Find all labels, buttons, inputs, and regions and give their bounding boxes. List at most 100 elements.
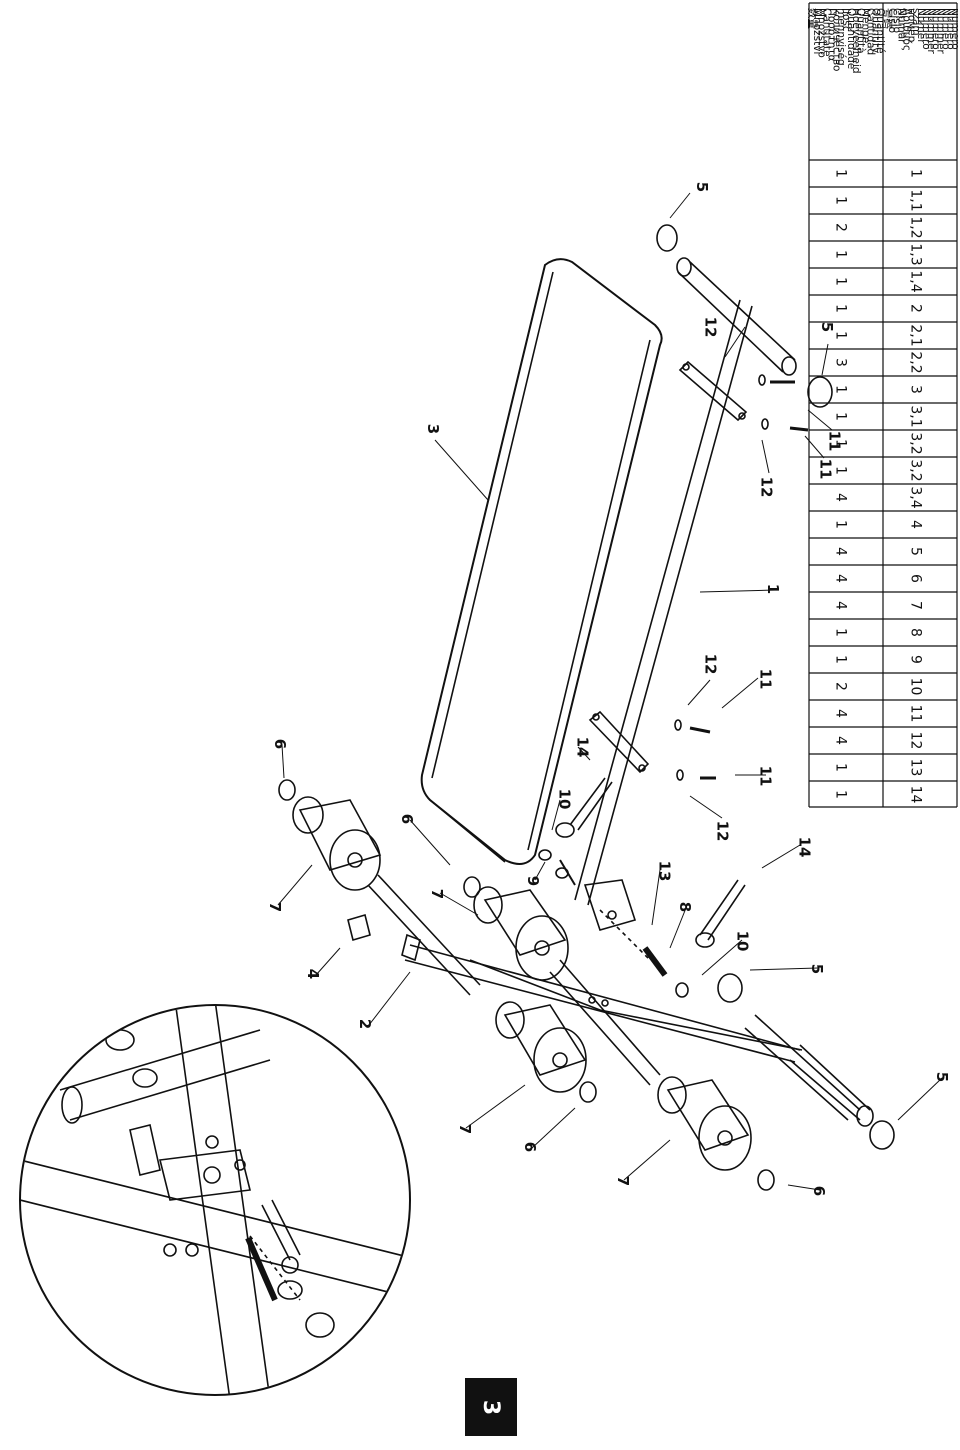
quantity-header-label: Quantità [855, 8, 867, 54]
callout-8: 8 [676, 901, 695, 913]
part-quantity-cell: 1 [833, 655, 849, 664]
quantity-header-label: Hoeveelheid [850, 8, 862, 74]
number-header-label: Nummer [925, 8, 937, 54]
part-number-cell: 6 [908, 574, 924, 583]
parts-table-grid: NuméroNumeroNúmeroNummerNumeroNummerNúme… [808, 2, 958, 808]
part-quantity-cell: 1 [833, 385, 849, 394]
part-number-cell: 1,4 [908, 270, 924, 292]
quantity-header-label: mennyiség [835, 8, 847, 66]
number-header-label: Numero [944, 8, 956, 50]
part-quantity-cell: 1 [833, 250, 849, 259]
callout-1: 1 [764, 583, 783, 595]
number-header-label: Număr [896, 8, 908, 44]
part-number-cell: 2 [908, 304, 924, 313]
callout-6d: 6 [810, 1185, 829, 1197]
part-quantity-cell: 2 [833, 223, 849, 232]
part-quantity-cell: 1 [833, 520, 849, 529]
front-roller-bar [656, 224, 833, 408]
part-number-cell: 1 [908, 169, 924, 178]
callout-10b: 10 [733, 930, 752, 952]
part-quantity-cell: 4 [833, 493, 849, 502]
part-number-cell: 14 [908, 786, 924, 804]
part-number-cell: 9 [908, 655, 924, 664]
part-quantity-cell: 1 [833, 763, 849, 772]
number-header-label: номер [905, 8, 917, 43]
part-quantity-cell: 1 [833, 169, 849, 178]
page-number: 3 [478, 1399, 504, 1415]
callout-11c: 11 [756, 668, 775, 690]
quantity-header-label: количество [830, 8, 842, 71]
quantity-header-label: Množství [811, 8, 823, 55]
number-header-label: Numer [915, 8, 927, 44]
callout-9: 9 [524, 875, 543, 887]
page-number-badge: 3 [465, 1378, 517, 1436]
quantity-header-label: Ilość [840, 8, 852, 32]
part-number-cell: 12 [908, 732, 924, 750]
bolt-assembly [538, 849, 689, 998]
wrenches [555, 777, 746, 948]
part-quantity-cell: 1 [833, 439, 849, 448]
callout-7c: 7 [456, 1123, 475, 1135]
detail-magnifier [19, 1004, 411, 1396]
quantity-header-label: 数量 [808, 8, 819, 29]
quantity-header-label: Cantitate [821, 8, 833, 57]
quantity-header-label: Ποσότητα [825, 8, 837, 62]
quantity-header-label: Množstvo [816, 8, 828, 58]
callout-14b: 14 [795, 836, 814, 858]
number-header-label: 号码 [881, 8, 893, 29]
callout-12c: 12 [701, 653, 720, 675]
quantity-header-label: Menge [860, 8, 872, 43]
number-header-label: Αριθμός [900, 8, 912, 51]
callout-5c: 5 [808, 963, 827, 975]
part-quantity-cell: 1 [833, 277, 849, 286]
part-number-cell: 1,2 [908, 216, 924, 238]
part-number-cell: 3,4 [908, 486, 924, 508]
callout-3: 3 [424, 423, 443, 435]
callout-5d: 5 [933, 1071, 952, 1083]
part-quantity-cell: 2 [833, 682, 849, 691]
callout-10a: 10 [555, 788, 574, 810]
part-number-cell: 3 [908, 385, 924, 394]
number-header-label: szám [910, 8, 922, 36]
part-quantity-cell: 1 [833, 790, 849, 799]
callout-12b: 12 [757, 476, 776, 498]
part-number-cell: 8 [908, 628, 924, 637]
part-number-cell: 3,2 [908, 459, 924, 481]
callout-6a: 6 [271, 738, 290, 750]
part-quantity-cell: 3 [833, 358, 849, 367]
callout-2: 2 [356, 1018, 375, 1030]
rear-axle [367, 874, 861, 1121]
insert-cap [347, 913, 371, 942]
callout-4: 4 [304, 968, 323, 980]
end-caps [278, 779, 775, 1191]
part-number-cell: 2,1 [908, 324, 924, 346]
callout-12a: 12 [701, 316, 720, 338]
part-number-cell: 3,1 [908, 405, 924, 427]
number-header-label: Nummer [935, 8, 947, 54]
callout-7a: 7 [266, 901, 285, 913]
callout-7b: 7 [428, 888, 447, 900]
quantity-header-label: Cantidad [864, 8, 876, 55]
foam-rollers [292, 796, 752, 1171]
quantity-header-label: Quantity [869, 8, 881, 53]
part-number-cell: 4 [908, 520, 924, 529]
callout-11d: 11 [756, 765, 775, 787]
part-quantity-cell: 4 [833, 736, 849, 745]
part-quantity-cell: 4 [833, 547, 849, 556]
callout-7d: 7 [614, 1175, 633, 1187]
quantity-header-label: Quantidade [845, 8, 857, 69]
part-quantity-cell: 1 [833, 412, 849, 421]
number-header-label: Číslo [891, 8, 904, 33]
part-number-cell: 5 [908, 547, 924, 556]
front-screws [674, 374, 809, 781]
part-quantity-cell: 4 [833, 601, 849, 610]
part-number-cell: 1,3 [908, 243, 924, 265]
part-number-cell: 1,1 [908, 189, 924, 211]
part-quantity-cell: 1 [833, 304, 849, 313]
part-number-cell: 7 [908, 601, 924, 610]
part-number-cell: 2,2 [908, 351, 924, 373]
callout-5a: 5 [693, 181, 712, 193]
part-quantity-cell: 1 [833, 196, 849, 205]
